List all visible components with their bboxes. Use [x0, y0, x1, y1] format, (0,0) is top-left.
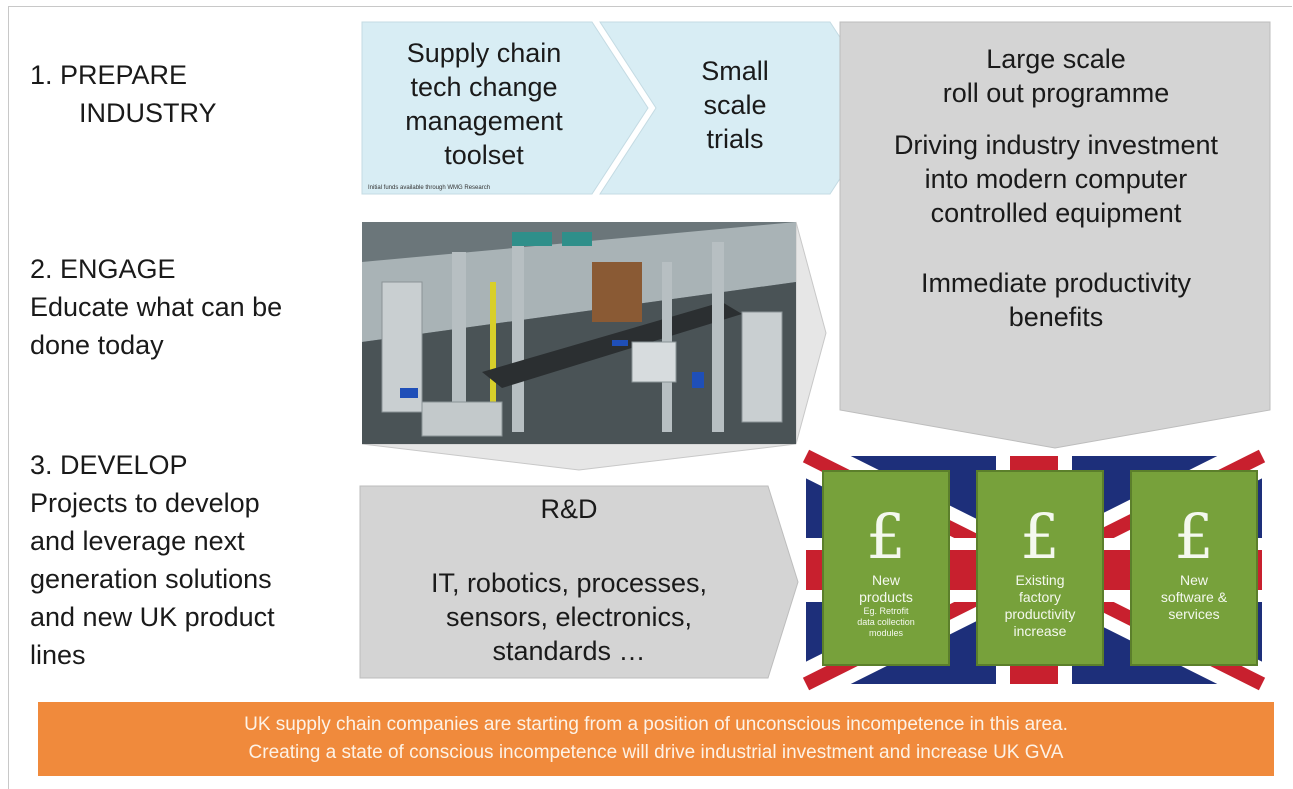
- banner-line: UK supply chain companies are starting f…: [244, 714, 1068, 735]
- outcome-line: products: [859, 589, 913, 605]
- outcome-text: Existing factory productivity increase: [978, 572, 1102, 640]
- rollout-line: roll out programme: [942, 78, 1170, 108]
- step-develop-title: 3. DEVELOP: [30, 450, 188, 480]
- diagram-frame: [8, 6, 1292, 789]
- step-engage-text-2: done today: [30, 330, 164, 360]
- factory-line-drawing: [362, 222, 796, 444]
- trials-chevron-text: Small scale trials: [670, 54, 800, 156]
- step-engage: 2. ENGAGE Educate what can be done today: [30, 250, 282, 364]
- outcome-line: software &: [1160, 589, 1228, 605]
- toolset-chevron: [361, 21, 649, 195]
- outcome-tile-existing-productivity: £ Existing factory productivity increase: [976, 470, 1104, 666]
- step-develop-text-2: and leverage next: [30, 526, 245, 556]
- toolset-line: Supply chain: [406, 38, 562, 68]
- rd-title: R&D: [540, 494, 598, 524]
- rd-block: [359, 485, 799, 679]
- toolset-funding-note: Initial funds available through WMG Rese…: [368, 185, 491, 191]
- trials-line: scale: [703, 90, 767, 120]
- pound-icon: £: [1020, 500, 1060, 573]
- step-prepare-subtitle: INDUSTRY: [79, 98, 217, 128]
- rollout-line: Immediate productivity: [920, 268, 1192, 298]
- outcome-line: New: [871, 572, 900, 588]
- outcome-line: factory: [1018, 589, 1061, 605]
- conclusion-banner: UK supply chain companies are starting f…: [38, 702, 1274, 776]
- trials-line: Small: [701, 56, 769, 86]
- factory-line-image: [362, 222, 796, 444]
- toolset-line: toolset: [444, 140, 524, 170]
- step-prepare-title: 1. PREPARE: [30, 60, 188, 90]
- rollout-block: [839, 21, 1271, 449]
- step-prepare: 1. PREPARE INDUSTRY: [30, 56, 217, 132]
- rd-text: R&D IT, robotics, processes, sensors, el…: [380, 492, 758, 668]
- outcome-line: New: [1179, 572, 1208, 588]
- outcome-line: Existing: [1015, 572, 1065, 588]
- rollout-line: Large scale: [986, 44, 1126, 74]
- trials-chevron: [599, 21, 887, 195]
- step-develop: 3. DEVELOP Projects to develop and lever…: [30, 446, 275, 674]
- outcome-line: services: [1168, 606, 1220, 622]
- step-develop-text-5: lines: [30, 640, 86, 670]
- toolset-line: management: [405, 106, 563, 136]
- outcome-subline: modules: [868, 628, 904, 638]
- outcome-text: New products Eg. Retrofit data collectio…: [824, 572, 948, 639]
- outcome-tile-software-services: £ New software & services: [1130, 470, 1258, 666]
- photo-right-arrow: [795, 221, 827, 445]
- rollout-line: benefits: [1008, 302, 1104, 332]
- rd-line: sensors, electronics,: [445, 602, 693, 632]
- banner-line: Creating a state of conscious incompeten…: [248, 742, 1064, 763]
- step-develop-text-1: Projects to develop: [30, 488, 260, 518]
- outcome-tile-new-products: £ New products Eg. Retrofit data collect…: [822, 470, 950, 666]
- toolset-line: tech change: [410, 72, 558, 102]
- trials-line: trials: [706, 124, 764, 154]
- pound-icon: £: [866, 500, 906, 573]
- rollout-line: Driving industry investment: [893, 130, 1219, 160]
- rd-line: standards …: [492, 636, 646, 666]
- toolset-chevron-text: Supply chain tech change management tool…: [376, 36, 592, 172]
- outcome-subline: Eg. Retrofit: [863, 606, 909, 616]
- rd-line: IT, robotics, processes,: [430, 568, 708, 598]
- outcome-subline: data collection: [857, 617, 915, 627]
- rollout-line: into modern computer: [924, 164, 1188, 194]
- rollout-line: controlled equipment: [930, 198, 1182, 228]
- outcome-line: increase: [1013, 623, 1067, 639]
- step-engage-text-1: Educate what can be: [30, 292, 283, 322]
- pound-icon: £: [1174, 500, 1214, 573]
- step-engage-title: 2. ENGAGE: [30, 254, 176, 284]
- photo-down-arrow: [361, 443, 797, 471]
- outcome-text: New software & services: [1132, 572, 1256, 623]
- outcome-line: productivity: [1004, 606, 1076, 622]
- step-develop-text-4: and new UK product: [30, 602, 275, 632]
- step-develop-text-3: generation solutions: [30, 564, 272, 594]
- rollout-text: Large scale roll out programme Driving i…: [850, 42, 1262, 334]
